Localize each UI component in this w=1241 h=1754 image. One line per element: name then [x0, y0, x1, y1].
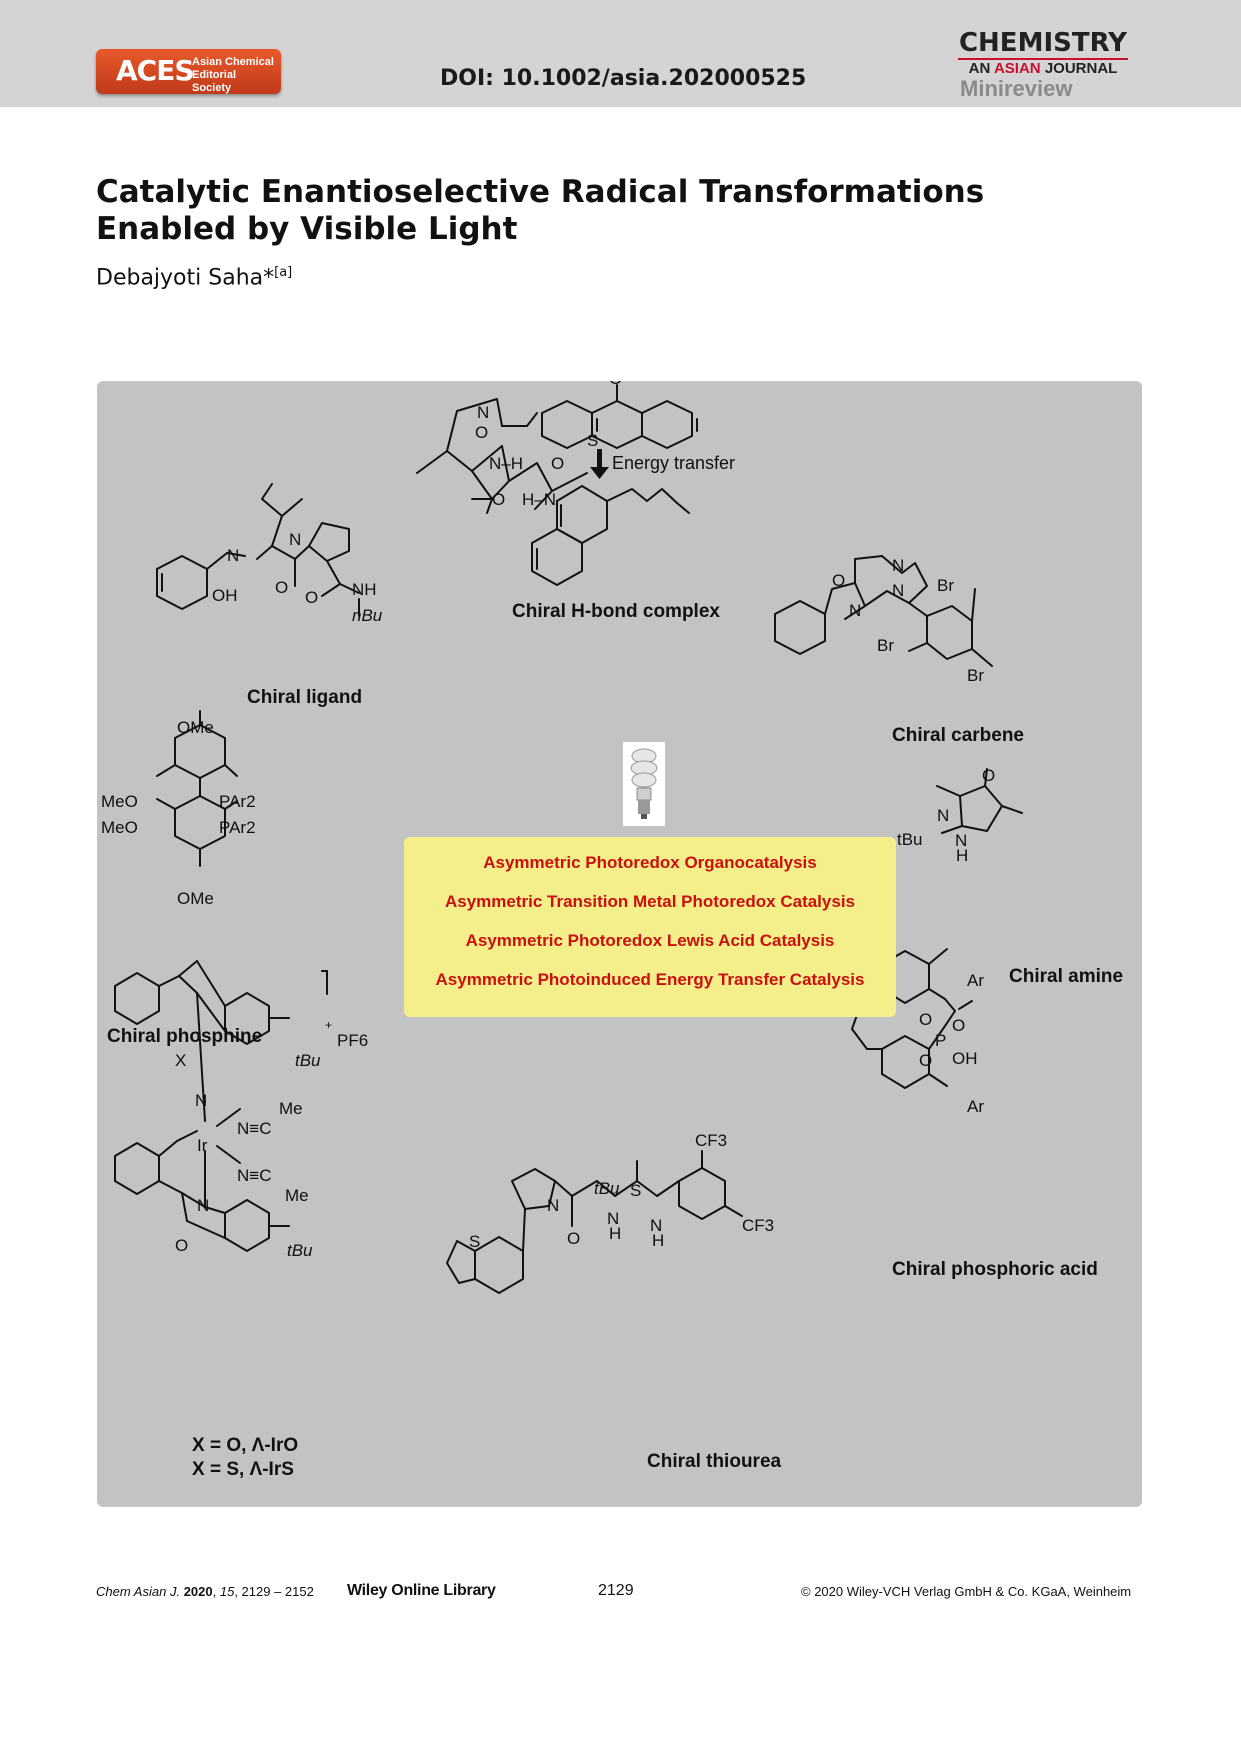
atom-label: N — [195, 1091, 207, 1110]
atom-label: O — [567, 1229, 580, 1248]
atom-label: + — [325, 1018, 332, 1032]
atom-label: OH — [952, 1049, 978, 1068]
atom-label: tBu — [594, 1179, 620, 1198]
atom-label: N — [892, 556, 904, 575]
publisher-logo-text: ACES — [116, 54, 195, 87]
catalysis-type: Asymmetric Photoinduced Energy Transfer … — [435, 970, 865, 989]
atom-label: O — [492, 490, 505, 509]
catalysis-types-box: Asymmetric Photoredox Organocatalysis As… — [404, 837, 896, 1017]
label-h-bond-complex: Chiral H-bond complex — [512, 601, 720, 622]
atom-label: O — [551, 454, 564, 473]
publisher-logo: ACES Asian Chemical Editorial Society — [96, 49, 281, 94]
energy-transfer-arrow — [590, 449, 609, 479]
graphical-abstract: N O S O N–H O O H–N Energy transfer N OH… — [97, 381, 1142, 1507]
atom-label: X — [175, 1051, 186, 1070]
atom-label: N — [227, 546, 239, 565]
atom-label: Br — [937, 576, 954, 595]
atom-label: S — [469, 1232, 480, 1251]
atom-label: Ar — [967, 971, 984, 990]
atom-label: N–H — [489, 454, 523, 473]
atom-label: CF3 — [742, 1216, 774, 1235]
atom-label: Ar — [967, 1097, 984, 1116]
atom-label: PF6 — [337, 1031, 368, 1050]
page-number: 2129 — [598, 1582, 634, 1599]
atom-label: H — [652, 1231, 664, 1250]
atom-label: N — [892, 581, 904, 600]
atom-label: N≡C — [237, 1119, 271, 1138]
atom-label: O — [919, 1010, 932, 1029]
atom-label: O — [952, 1016, 965, 1035]
atom-label: N — [650, 1216, 662, 1235]
atom-label: S — [587, 431, 598, 450]
atom-label: OMe — [177, 889, 214, 908]
atom-label: Br — [877, 636, 894, 655]
atom-label: tBu — [897, 830, 923, 849]
label-thiourea: Chiral thiourea — [647, 1451, 782, 1472]
journal-name: CHEMISTRY — [958, 28, 1128, 58]
atom-label: O — [609, 381, 622, 388]
atom-label: O — [919, 1051, 932, 1070]
atom-label: Ir — [197, 1136, 208, 1155]
atom-label: O — [832, 571, 845, 590]
publisher-subtitle: Asian Chemical Editorial Society — [192, 56, 274, 94]
atom-label: H — [609, 1224, 621, 1243]
article-type: Minireview — [960, 76, 1073, 101]
atom-label: N≡C — [237, 1166, 271, 1185]
atom-label: PAr2 — [219, 818, 256, 837]
h-bond-complex-structure — [114, 384, 1023, 1294]
atom-label: MeO — [101, 792, 138, 811]
label-irs: X = S, Λ-IrS — [192, 1459, 294, 1480]
atom-label: N — [607, 1209, 619, 1228]
label-ligand: Chiral ligand — [247, 687, 363, 708]
atom-label: N — [955, 831, 967, 850]
atom-label: N — [197, 1196, 209, 1215]
atom-label: O — [982, 766, 995, 785]
atom-label: O — [475, 423, 488, 442]
atom-label: N — [547, 1196, 559, 1215]
catalysis-type: Asymmetric Transition Metal Photoredox C… — [444, 892, 855, 911]
label-carbene: Chiral carbene — [892, 725, 1024, 746]
atom-label: H — [956, 846, 968, 865]
journal-logo: CHEMISTRY AN ASIAN JOURNAL Minireview — [958, 28, 1128, 100]
article-title: Catalytic Enantioselective Radical Trans… — [96, 174, 985, 247]
atom-label: tBu — [287, 1241, 313, 1260]
journal-subtitle: AN ASIAN JOURNAL — [958, 58, 1128, 78]
atom-label: N — [937, 806, 949, 825]
energy-transfer-label: Energy transfer — [612, 453, 735, 473]
atom-label: O — [175, 1236, 188, 1255]
atom-label: P — [935, 1031, 946, 1050]
author: Debajyoti Saha*[a] — [96, 265, 293, 291]
atom-label: Br — [967, 666, 984, 685]
atom-label: tBu — [295, 1051, 321, 1070]
wiley-online-library-link[interactable]: Wiley Online Library — [347, 1582, 496, 1599]
label-iro: X = O, Λ-IrO — [192, 1435, 299, 1456]
atom-label: MeO — [101, 818, 138, 837]
atom-label: CF3 — [695, 1131, 727, 1150]
atom-label: OMe — [177, 718, 214, 737]
atom-label: N — [849, 601, 861, 620]
catalysis-type: Asymmetric Photoredox Lewis Acid Catalys… — [465, 931, 835, 950]
label-phosphoric-acid: Chiral phosphoric acid — [892, 1259, 1098, 1280]
atom-label: N — [477, 403, 489, 422]
light-bulb-icon — [623, 742, 665, 826]
label-phosphine: Chiral phosphine — [107, 1026, 263, 1047]
doi[interactable]: DOI: 10.1002/asia.202000525 — [440, 66, 807, 91]
atom-label: N — [289, 530, 301, 549]
atom-label: S — [630, 1181, 641, 1200]
catalysis-type: Asymmetric Photoredox Organocatalysis — [483, 853, 817, 872]
label-amine: Chiral amine — [1009, 966, 1124, 987]
chemical-structures: N O S O N–H O O H–N Energy transfer N OH… — [101, 381, 1023, 1294]
copyright: © 2020 Wiley-VCH Verlag GmbH & Co. KGaA,… — [801, 1584, 1132, 1599]
atom-label: Me — [285, 1186, 309, 1205]
atom-label: OH — [212, 586, 238, 605]
atom-label: PAr2 — [219, 792, 256, 811]
journal-header: ACES Asian Chemical Editorial Society DO… — [0, 0, 1241, 107]
atom-label: O — [305, 588, 318, 607]
atom-label: nBu — [352, 606, 383, 625]
atom-label: NH — [352, 580, 377, 599]
atom-label: O — [275, 578, 288, 597]
atom-label: H–N — [522, 490, 556, 509]
atom-label: Me — [279, 1099, 303, 1118]
footer-citation: Chem Asian J. 2020, 15, 2129 – 2152 — [96, 1584, 314, 1599]
